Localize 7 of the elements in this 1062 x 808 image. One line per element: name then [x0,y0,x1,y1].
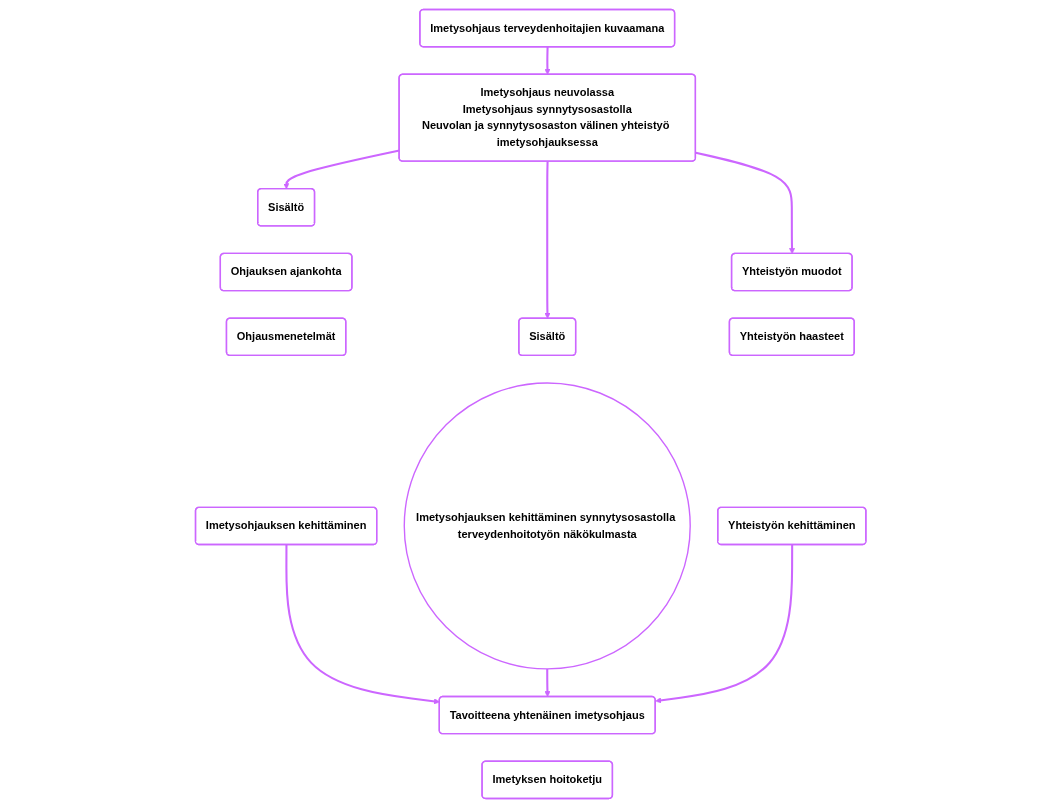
arrow [544,668,551,698]
arrow [544,161,551,319]
arrow [655,544,794,704]
arrow [283,149,400,190]
arrow [544,47,551,75]
node-circle: Imetysohjauksen kehittäminen synnytysosastolla terveydenhoitotyön näkökulmasta [403,382,692,670]
arrow [695,151,796,255]
